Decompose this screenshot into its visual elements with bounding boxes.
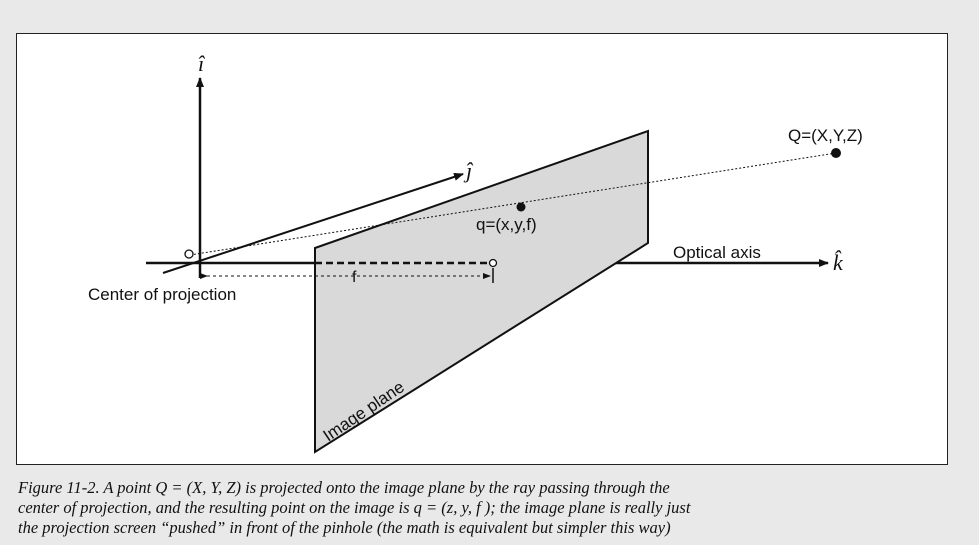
point-Q (831, 148, 841, 158)
principal-point (488, 258, 498, 268)
image-plane (314, 129, 649, 454)
caption-line-1: Figure 11-2. A point Q = (X, Y, Z) is pr… (18, 478, 670, 497)
j-axis-line (162, 173, 464, 274)
point-q-label: q=(x,y,f) (476, 215, 537, 234)
axis-i-label: î (198, 51, 206, 76)
point-q (516, 202, 526, 212)
pinhole-diagram: î ĵ k̂ Q=(X,Y,Z) q=(x,y,f) Optical axis … (88, 51, 863, 454)
projection-ray (189, 152, 837, 256)
optical-axis-label: Optical axis (673, 243, 761, 262)
axis-k-label: k̂ (833, 250, 844, 275)
axis-j-label: ĵ (463, 158, 474, 183)
caption-line-3: the projection screen “pushed” in front … (18, 518, 671, 537)
center-of-projection-point (184, 249, 194, 259)
point-Q-label: Q=(X,Y,Z) (788, 126, 863, 145)
caption-line-2: center of projection, and the resulting … (18, 498, 691, 517)
center-of-projection-label: Center of projection (88, 285, 236, 304)
focal-length-label: f (352, 269, 357, 286)
figure-caption: Figure 11-2. A point Q = (X, Y, Z) is pr… (18, 478, 958, 538)
